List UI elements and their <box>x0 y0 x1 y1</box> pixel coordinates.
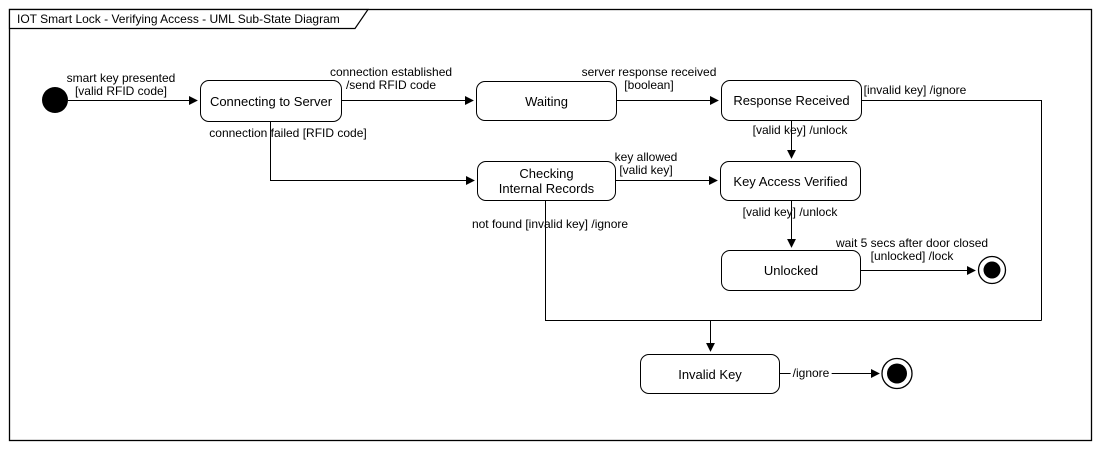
label-wait-5-secs-lock: wait 5 secs after door closed [unlocked]… <box>835 236 989 263</box>
state-response-received[interactable]: Response Received <box>721 80 862 121</box>
edge-checking-not-found[interactable] <box>545 201 1042 321</box>
label-response-invalid-key: [invalid key] /ignore <box>863 83 967 97</box>
initial-state[interactable] <box>42 87 68 113</box>
diagram-title: IOT Smart Lock - Verifying Access - UML … <box>17 12 340 26</box>
label-verified-valid-unlock: [valid key] /unlock <box>742 205 838 219</box>
state-checking-internal-records[interactable]: Checking Internal Records <box>477 161 616 201</box>
label-connection-failed: connection failed [RFID code] <box>209 126 367 140</box>
state-connecting-to-server[interactable]: Connecting to Server <box>200 80 342 122</box>
label-response-valid-unlock: [valid key] /unlock <box>752 123 848 137</box>
label-invalid-key-ignore: /ignore <box>790 366 832 380</box>
label-waiting-to-response: server response received [boolean] <box>581 65 717 92</box>
state-unlocked[interactable]: Unlocked <box>721 250 861 291</box>
state-waiting[interactable]: Waiting <box>476 81 617 121</box>
state-key-access-verified[interactable]: Key Access Verified <box>720 161 861 201</box>
label-key-allowed: key allowed [valid key] <box>614 150 678 177</box>
diagram-frame <box>8 8 1093 442</box>
edge-connecting-to-checking[interactable] <box>270 122 475 185</box>
label-initial-to-connecting: smart key presented [valid RFID code] <box>66 71 176 98</box>
frame-title-tab <box>8 8 370 30</box>
final-state-locked[interactable] <box>977 255 1007 285</box>
label-not-found-ignore: not found [invalid key] /ignore <box>471 217 629 231</box>
final-state-invalid[interactable] <box>881 357 913 390</box>
label-connecting-to-waiting: connection established /send RFID code <box>329 65 453 92</box>
edge-response-invalid-key[interactable] <box>862 100 1042 321</box>
state-invalid-key[interactable]: Invalid Key <box>640 354 780 394</box>
